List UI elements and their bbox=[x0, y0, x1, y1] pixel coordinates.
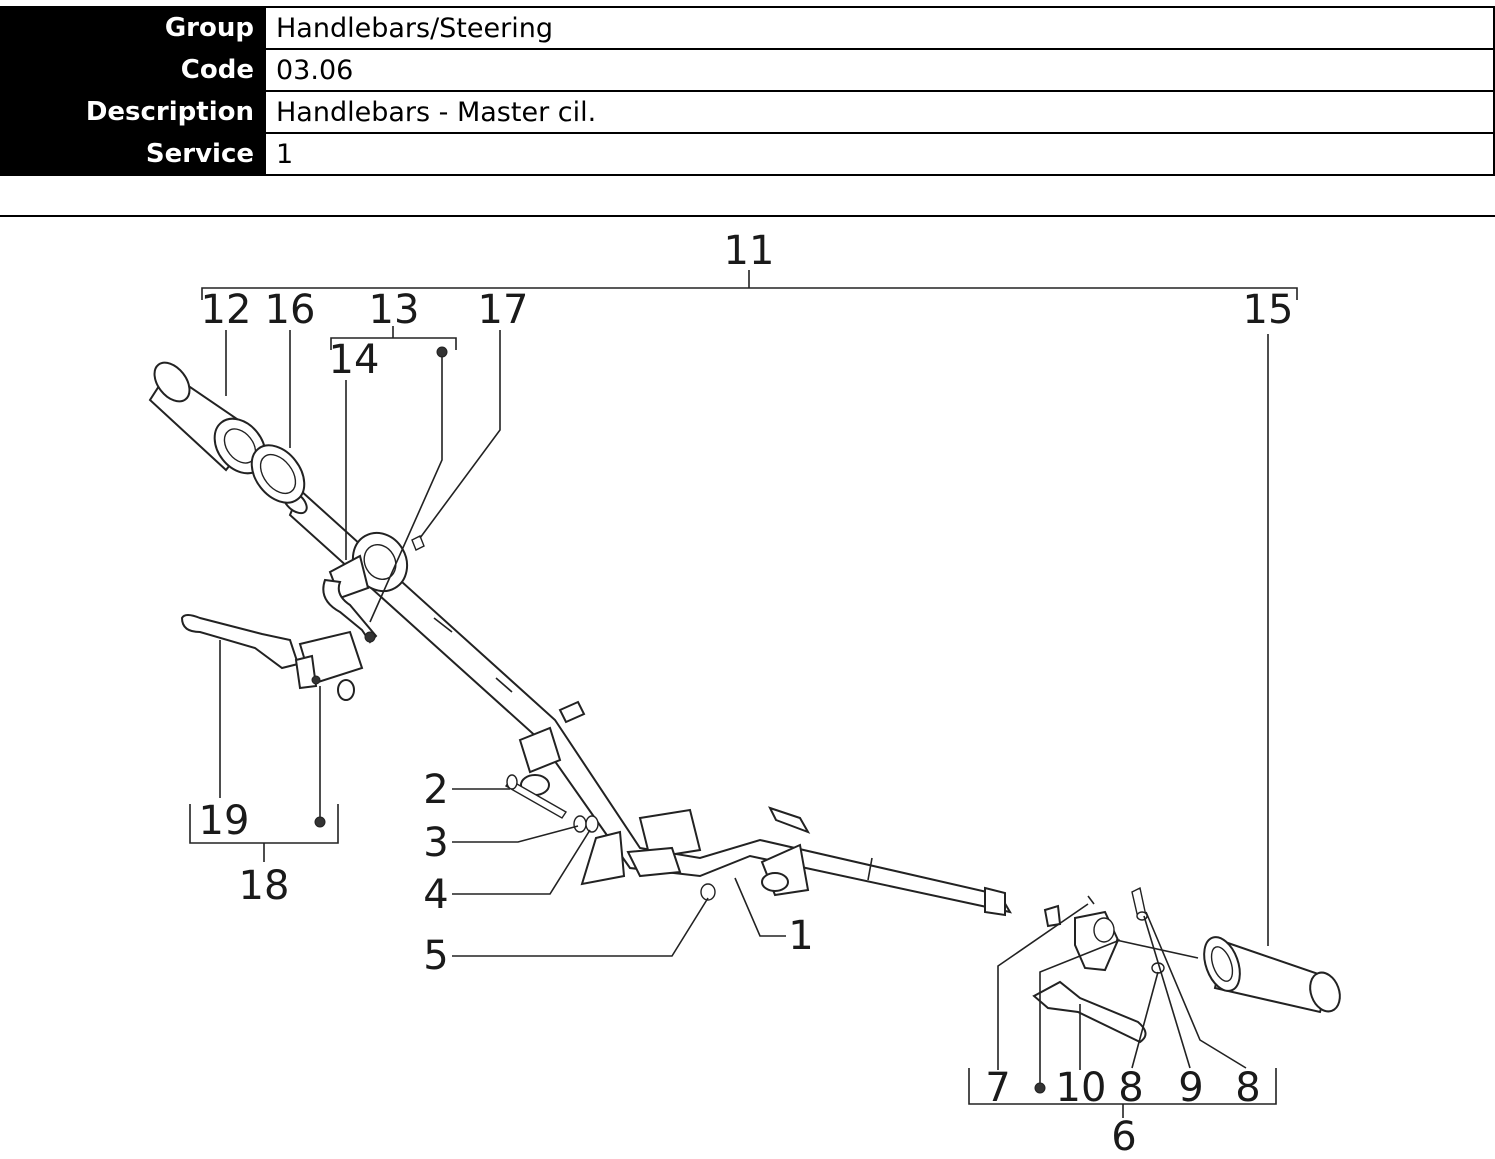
callout-13: 13 bbox=[369, 287, 420, 333]
callout-19: 19 bbox=[199, 798, 250, 844]
callout-9: 9 bbox=[1178, 1065, 1203, 1111]
callout-15: 15 bbox=[1243, 287, 1294, 333]
bracket-18 bbox=[189, 804, 339, 862]
bracket-6 bbox=[968, 1068, 1277, 1118]
callout-14: 14 bbox=[329, 337, 380, 383]
description-label: Description bbox=[0, 90, 266, 134]
part-info-table: Group Handlebars/Steering Code 03.06 Des… bbox=[0, 6, 1495, 176]
washer-4 bbox=[585, 815, 599, 833]
left-grip bbox=[148, 361, 267, 475]
description-value: Handlebars - Master cil. bbox=[264, 90, 1495, 134]
left-grip-washer bbox=[250, 444, 306, 504]
callout-17: 17 bbox=[478, 287, 529, 333]
service-value: 1 bbox=[264, 132, 1495, 176]
callout-16: 16 bbox=[265, 287, 316, 333]
section-divider bbox=[0, 215, 1495, 217]
info-row-group: Group Handlebars/Steering bbox=[0, 6, 1495, 50]
callout-5: 5 bbox=[423, 933, 448, 979]
bracket-13 bbox=[330, 326, 457, 350]
leader-lines bbox=[219, 330, 1269, 1094]
left-master-cylinder bbox=[294, 630, 364, 701]
code-value: 03.06 bbox=[264, 48, 1495, 92]
info-row-service: Service 1 bbox=[0, 132, 1495, 176]
callout-8-left: 8 bbox=[1118, 1065, 1143, 1111]
callout-12: 12 bbox=[201, 287, 252, 333]
service-label: Service bbox=[0, 132, 266, 176]
callout-numbers: 11 12 16 13 17 15 14 19 18 2 3 4 5 1 7 1… bbox=[199, 228, 1294, 1159]
callout-4: 4 bbox=[423, 872, 448, 918]
group-label: Group bbox=[0, 6, 266, 50]
info-row-code: Code 03.06 bbox=[0, 48, 1495, 92]
callout-11: 11 bbox=[724, 228, 775, 274]
callout-6: 6 bbox=[1111, 1114, 1136, 1159]
callout-18: 18 bbox=[239, 863, 290, 909]
right-screws bbox=[1087, 886, 1165, 974]
callout-1: 1 bbox=[788, 913, 813, 959]
callout-3: 3 bbox=[423, 820, 448, 866]
code-label: Code bbox=[0, 48, 266, 92]
callout-2: 2 bbox=[423, 767, 448, 813]
right-brake-lever bbox=[1032, 980, 1147, 1044]
right-lever-bracket bbox=[1043, 904, 1120, 972]
right-grip bbox=[1203, 936, 1341, 1014]
callout-8-right: 8 bbox=[1235, 1065, 1260, 1111]
washer-3 bbox=[573, 815, 587, 833]
info-row-description: Description Handlebars - Master cil. bbox=[0, 90, 1495, 134]
group-value: Handlebars/Steering bbox=[264, 6, 1495, 50]
left-brake-lever bbox=[180, 614, 300, 670]
nut-5 bbox=[700, 883, 716, 901]
bolt-2 bbox=[505, 774, 567, 819]
callout-7: 7 bbox=[985, 1065, 1010, 1111]
bracket-11 bbox=[201, 270, 1298, 300]
callout-10: 10 bbox=[1056, 1065, 1107, 1111]
